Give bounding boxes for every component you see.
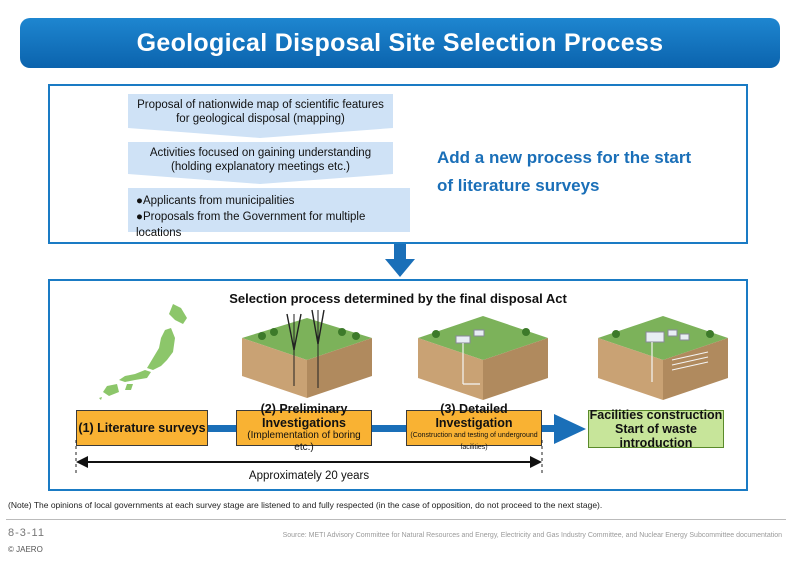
stage-detailed-investigation: (3) Detailed Investigation (Construction…	[406, 402, 542, 451]
mapping-step-label: Proposal of nationwide map of scientific…	[128, 94, 393, 128]
stage-flow-line	[207, 425, 560, 432]
preliminary-site-illustration	[242, 309, 372, 398]
stage-sublabel: (Construction and testing of underground…	[410, 432, 538, 451]
duration-span-arrow-icon	[75, 440, 543, 474]
stage-literature-surveys: (1) Literature surveys	[76, 410, 208, 446]
facility-site-illustration	[598, 316, 728, 400]
stage-label: (1) Literature surveys	[78, 421, 206, 435]
stage-preliminary-investigations: (2) Preliminary Investigations (Implemen…	[236, 402, 372, 453]
understanding-step-label: Activities focused on gaining understand…	[128, 142, 393, 174]
down-arrow-icon	[385, 244, 415, 277]
source-citation: Source: METI Advisory Committee for Natu…	[282, 532, 782, 539]
understanding-step: Activities focused on gaining understand…	[128, 142, 393, 184]
applicant-item: ●Proposals from the Government for multi…	[136, 211, 366, 239]
japan-map-icon	[99, 304, 187, 400]
applicant-list: ●Applicants from municipalities ●Proposa…	[128, 188, 410, 239]
stage-label: (2) Preliminary Investigations	[260, 402, 348, 430]
copyright: © JAERO	[8, 545, 43, 554]
applicant-item: ●Applicants from municipalities	[136, 195, 295, 207]
page-number: 8-3-11	[8, 527, 45, 539]
footer-divider	[6, 519, 786, 520]
stage-flow-arrow-icon	[554, 414, 586, 444]
understanding-step-arrowhead	[128, 174, 393, 184]
page-title: Geological Disposal Site Selection Proce…	[20, 18, 780, 68]
stage-label: Facilities construction	[589, 408, 723, 422]
stage-sublabel: (Implementation of boring etc.)	[247, 430, 361, 453]
highlight-line: Add a new process for the start	[437, 148, 692, 167]
new-process-highlight: Add a new process for the start of liter…	[437, 144, 737, 200]
mapping-step: Proposal of nationwide map of scientific…	[128, 94, 393, 138]
stage-label: Start of waste introduction	[615, 422, 697, 450]
selection-process-title: Selection process determined by the fina…	[229, 291, 567, 306]
highlight-line: of literature surveys	[437, 176, 600, 195]
footnote: (Note) The opinions of local governments…	[8, 500, 603, 510]
detailed-site-illustration	[418, 316, 548, 400]
mapping-step-arrowhead	[128, 128, 393, 138]
stage-facilities-construction: Facilities construction Start of waste i…	[588, 408, 724, 450]
duration-label: Approximately 20 years	[248, 470, 370, 482]
stage-label: (3) Detailed Investigation	[435, 402, 513, 430]
